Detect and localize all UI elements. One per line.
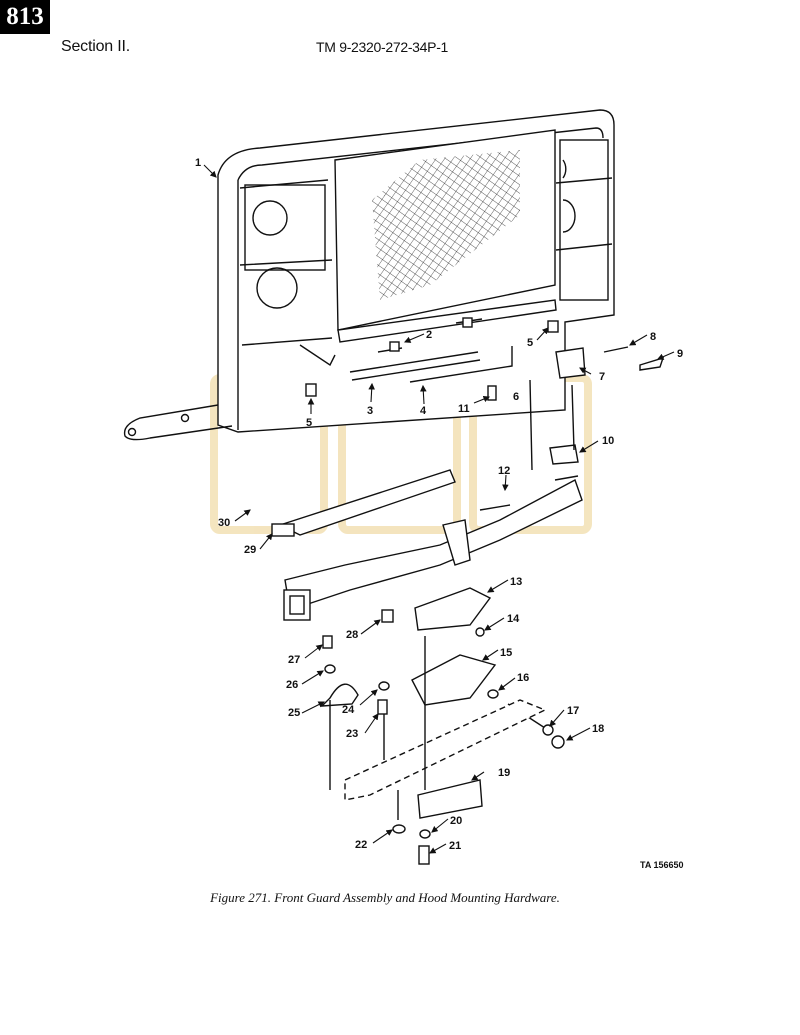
front-guard-assembly — [123, 109, 615, 441]
callout-5-left: 5 — [306, 417, 312, 429]
callout-1: 1 — [195, 157, 201, 169]
callout-21: 21 — [449, 840, 461, 852]
callout-11: 11 — [458, 403, 470, 415]
callout-14: 14 — [507, 613, 520, 625]
callout-10: 10 — [602, 435, 614, 447]
section-heading: Section II. — [61, 38, 130, 55]
callout-22: 22 — [355, 839, 367, 851]
crossmember — [271, 469, 583, 621]
technical-manual-number: TM 9-2320-272-34P-1 — [316, 39, 449, 55]
callout-18: 18 — [592, 723, 604, 735]
callout-2: 2 — [426, 329, 432, 341]
callout-25: 25 — [288, 707, 300, 719]
callout-arrows — [203, 164, 675, 854]
callout-23: 23 — [346, 728, 358, 740]
figure-caption: Figure 271. Front Guard Assembly and Hoo… — [210, 890, 560, 905]
callout-19: 19 — [498, 767, 510, 779]
callout-15: 15 — [500, 647, 512, 659]
callout-7: 7 — [599, 371, 605, 383]
callout-20: 20 — [450, 815, 462, 827]
lower-hardware — [320, 587, 565, 865]
callout-28: 28 — [346, 629, 358, 641]
callout-27: 27 — [288, 654, 300, 666]
callout-13: 13 — [510, 576, 522, 588]
callout-9: 9 — [677, 348, 683, 360]
callout-29: 29 — [244, 544, 256, 556]
callout-8: 8 — [650, 331, 656, 343]
callout-3: 3 — [367, 405, 373, 417]
callout-30: 30 — [218, 517, 230, 529]
callout-16: 16 — [517, 672, 529, 684]
hood-support-rods — [305, 317, 559, 401]
hinge-bracket — [529, 346, 665, 471]
callout-5-right: 5 — [527, 337, 533, 349]
page-number-badge: 813 — [0, 0, 50, 34]
callout-12: 12 — [498, 465, 510, 477]
callout-24: 24 — [342, 704, 355, 716]
ta-reference-number: TA 156650 — [640, 860, 684, 870]
callout-labels: 1 2 3 4 5 5 6 7 8 9 10 11 12 13 14 15 16… — [195, 157, 683, 852]
callout-17: 17 — [567, 705, 579, 717]
callout-4: 4 — [420, 405, 427, 417]
callout-6: 6 — [513, 391, 519, 403]
callout-26: 26 — [286, 679, 298, 691]
